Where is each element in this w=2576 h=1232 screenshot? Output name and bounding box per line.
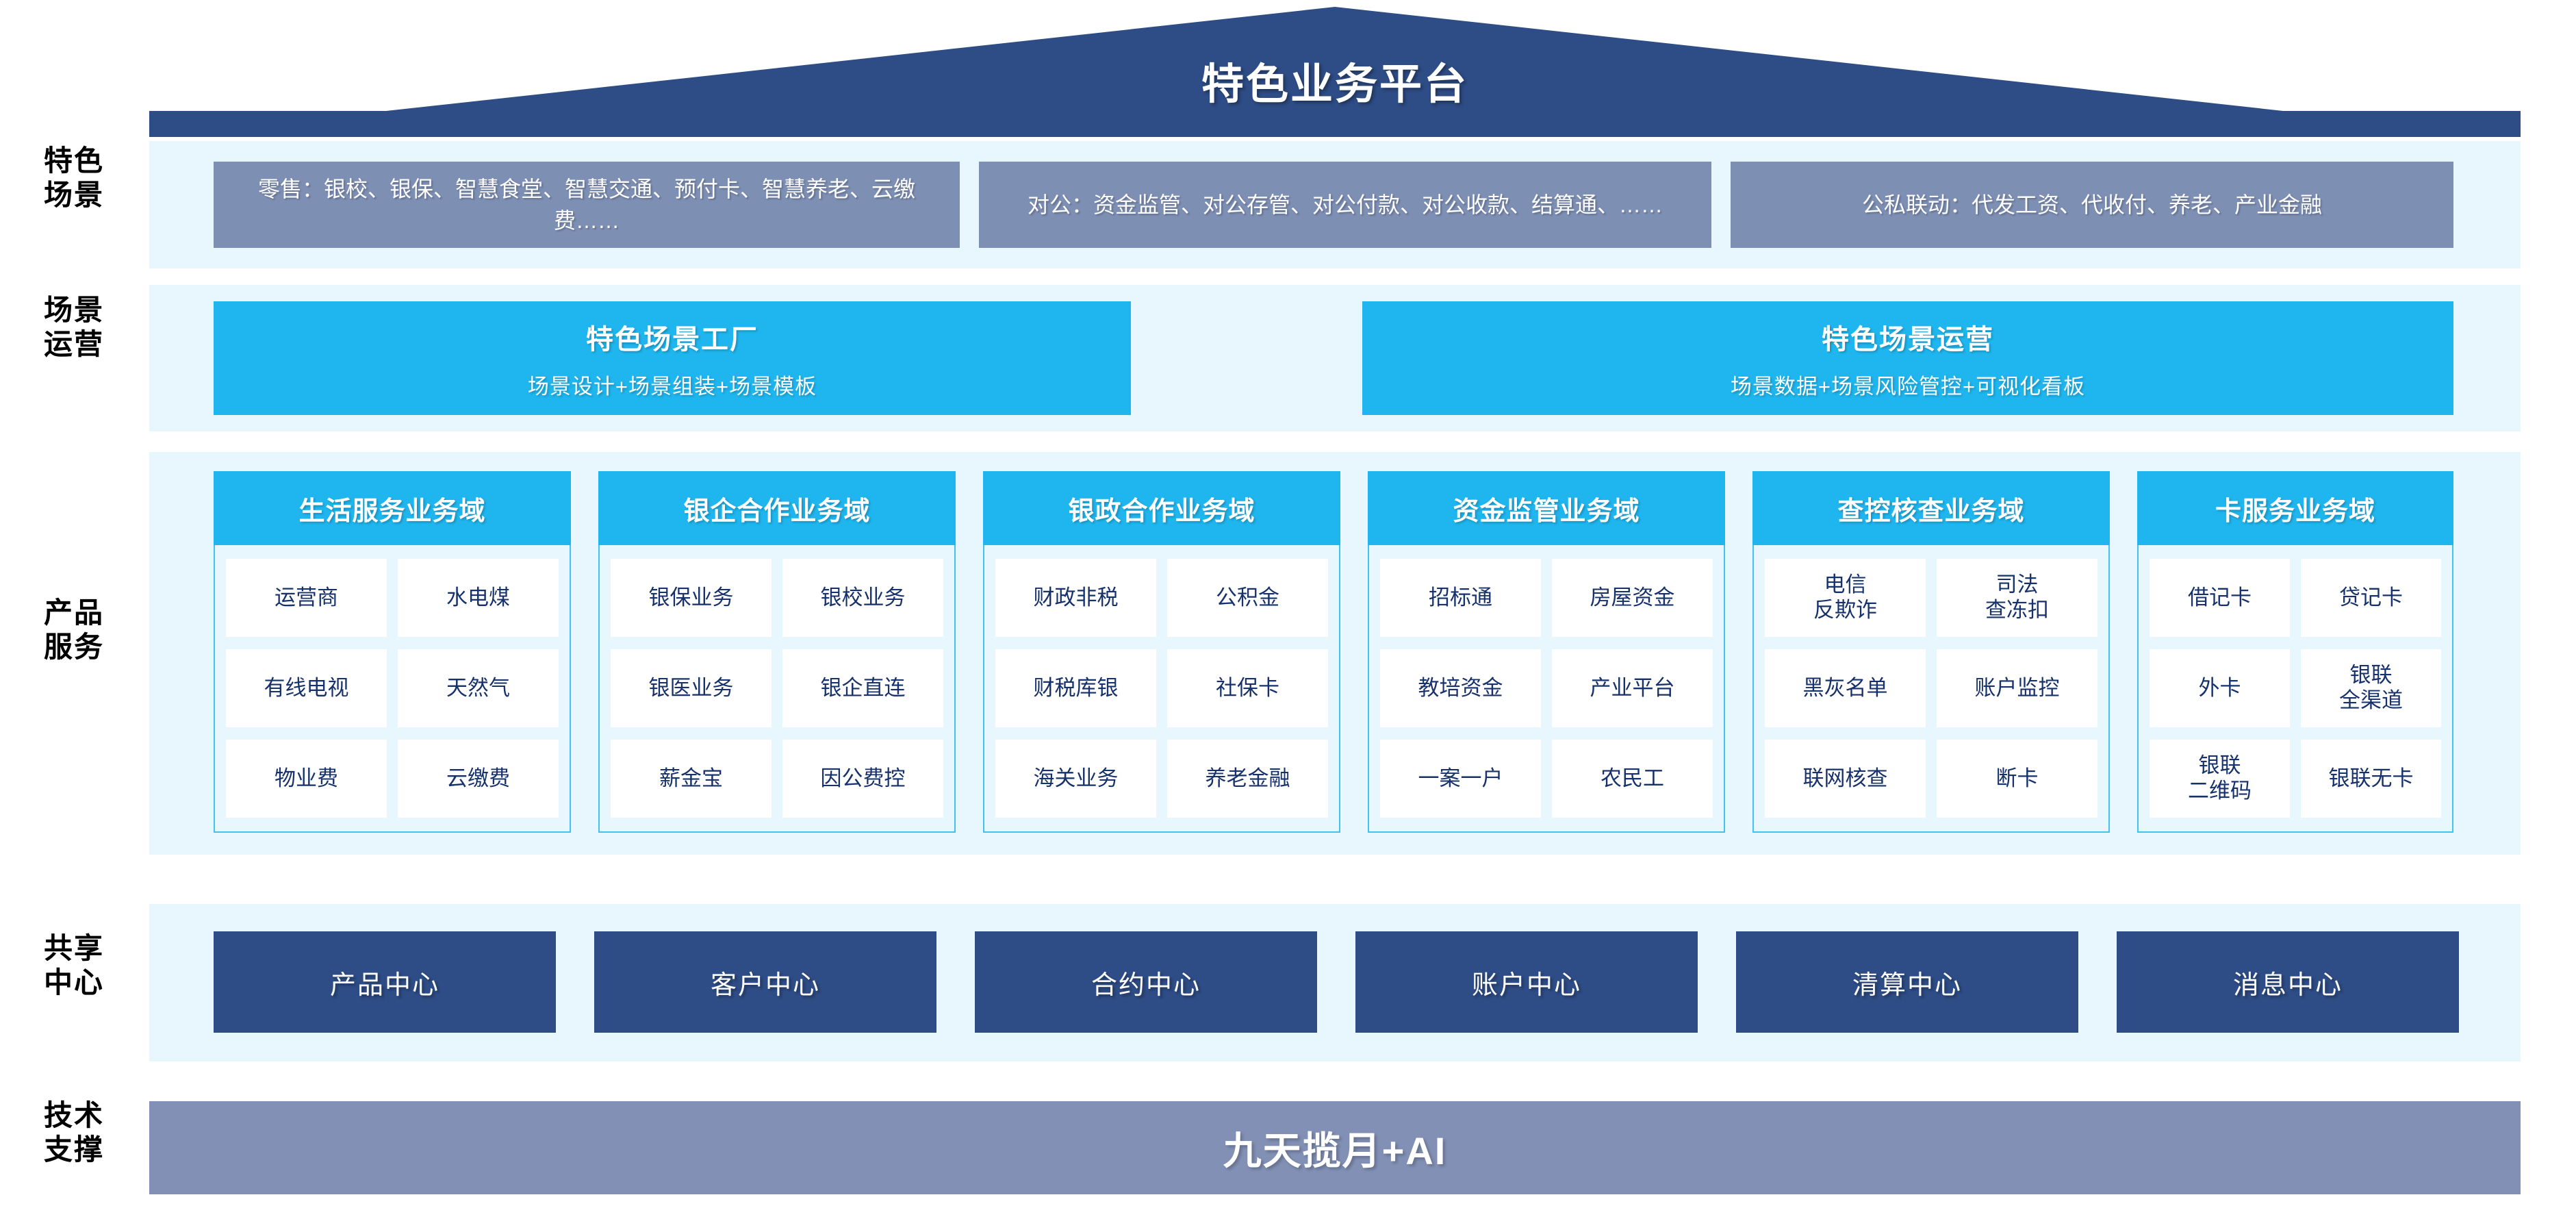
- shared-center-settlement-center[interactable]: 清算中心: [1736, 931, 2078, 1033]
- domain-cell[interactable]: 有线电视: [226, 649, 387, 727]
- scenario-box-public-private-linkage[interactable]: 公私联动：代发工资、代收付、养老、产业金融: [1731, 162, 2453, 248]
- domain-title-fund-supervision: 资金监管业务域: [1368, 471, 1725, 545]
- page-title: 特色业务平台: [1201, 61, 1468, 108]
- domain-title-investigation-control: 查控核查业务域: [1752, 471, 2110, 545]
- domain-cell[interactable]: 银保业务: [611, 559, 771, 637]
- rail-label-product-service: 产品 服务: [43, 596, 104, 663]
- domain-cell[interactable]: 一案一户: [1380, 740, 1541, 818]
- scene-operation-title: 特色场景运营: [1822, 324, 1994, 355]
- domain-cell[interactable]: 贷记卡: [2301, 559, 2441, 637]
- scene-operation-subtitle: 场景数据+场景风险管控+可视化看板: [1730, 374, 2086, 399]
- domain-title-bank-government: 银政合作业务域: [983, 471, 1340, 545]
- domain-cells-bank-enterprise: 银保业务 银校业务 银医业务 银企直连 薪金宝 因公费控: [598, 545, 956, 833]
- shared-center-customer-center[interactable]: 客户中心: [594, 931, 936, 1033]
- tech-support-bar[interactable]: 九天揽月+AI: [149, 1101, 2521, 1194]
- platform-roof-banner: 特色业务平台: [149, 7, 2521, 137]
- scene-operation-box[interactable]: 特色场景运营 场景数据+场景风险管控+可视化看板: [1362, 301, 2453, 415]
- scenario-box-retail[interactable]: 零售：银校、银保、智慧食堂、智慧交通、预付卡、智慧养老、云缴费……: [214, 162, 960, 248]
- rail-label-scene-operation: 场景 运营: [43, 294, 104, 360]
- shared-center-account-center[interactable]: 账户中心: [1355, 931, 1698, 1033]
- domain-cell[interactable]: 联网核查: [1765, 740, 1926, 818]
- domain-cell[interactable]: 天然气: [398, 649, 559, 727]
- scene-factory-box[interactable]: 特色场景工厂 场景设计+场景组装+场景模板: [214, 301, 1131, 415]
- domain-column-investigation-control[interactable]: 查控核查业务域 电信 反欺诈 司法 查冻扣 黑灰名单 账户监控 联网核查 断卡: [1752, 471, 2110, 833]
- scene-factory-title: 特色场景工厂: [586, 324, 758, 355]
- domain-cell[interactable]: 财政非税: [995, 559, 1156, 637]
- domain-cells-bank-government: 财政非税 公积金 财税库银 社保卡 海关业务 养老金融: [983, 545, 1340, 833]
- domain-cell[interactable]: 电信 反欺诈: [1765, 559, 1926, 637]
- scenario-corporate-label: 对公：资金监管、对公存管、对公付款、对公收款、结算通、……: [1027, 192, 1663, 217]
- domain-cell[interactable]: 社保卡: [1167, 649, 1328, 727]
- domain-cells-investigation-control: 电信 反欺诈 司法 查冻扣 黑灰名单 账户监控 联网核查 断卡: [1752, 545, 2110, 833]
- roof-shape-icon: [149, 7, 2521, 137]
- domain-cells-card-service: 借记卡 贷记卡 外卡 银联 全渠道 银联 二维码 银联无卡: [2137, 545, 2453, 833]
- domain-cell[interactable]: 农民工: [1552, 740, 1713, 818]
- shared-center-message-center[interactable]: 消息中心: [2117, 931, 2459, 1033]
- domain-cell[interactable]: 公积金: [1167, 559, 1328, 637]
- domain-cell[interactable]: 账户监控: [1937, 649, 2097, 727]
- domain-cells-life-service: 运营商 水电煤 有线电视 天然气 物业费 云缴费: [214, 545, 571, 833]
- domain-cell[interactable]: 招标通: [1380, 559, 1541, 637]
- domain-column-bank-government[interactable]: 银政合作业务域 财政非税 公积金 财税库银 社保卡 海关业务 养老金融: [983, 471, 1340, 833]
- scene-factory-subtitle: 场景设计+场景组装+场景模板: [527, 374, 817, 399]
- rail-label-tech-support: 技术 支撑: [43, 1099, 104, 1166]
- domain-cell[interactable]: 银联 全渠道: [2301, 649, 2441, 727]
- domain-title-life-service: 生活服务业务域: [214, 471, 571, 545]
- domain-cell[interactable]: 外卡: [2150, 649, 2290, 727]
- domain-cell[interactable]: 银联无卡: [2301, 740, 2441, 818]
- domain-cell[interactable]: 黑灰名单: [1765, 649, 1926, 727]
- domain-column-card-service[interactable]: 卡服务业务域 借记卡 贷记卡 外卡 银联 全渠道 银联 二维码 银联无卡: [2137, 471, 2453, 833]
- rail-label-shared-center: 共享 中心: [43, 932, 104, 998]
- domain-cell[interactable]: 房屋资金: [1552, 559, 1713, 637]
- domain-cell[interactable]: 教培资金: [1380, 649, 1541, 727]
- domain-cell[interactable]: 薪金宝: [611, 740, 771, 818]
- shared-center-label: 客户中心: [710, 970, 820, 1000]
- shared-center-product-center[interactable]: 产品中心: [214, 931, 556, 1033]
- domain-cell[interactable]: 海关业务: [995, 740, 1156, 818]
- domain-cell[interactable]: 物业费: [226, 740, 387, 818]
- domain-cell[interactable]: 借记卡: [2150, 559, 2290, 637]
- scenario-retail-label: 零售：银校、银保、智慧食堂、智慧交通、预付卡、智慧养老、云缴费……: [257, 176, 915, 233]
- domain-cell[interactable]: 水电煤: [398, 559, 559, 637]
- shared-center-label: 消息中心: [2232, 970, 2343, 1000]
- domain-cell[interactable]: 司法 查冻扣: [1937, 559, 2097, 637]
- domain-cell[interactable]: 财税库银: [995, 649, 1156, 727]
- domain-cells-fund-supervision: 招标通 房屋资金 教培资金 产业平台 一案一户 农民工: [1368, 545, 1725, 833]
- domain-cell[interactable]: 养老金融: [1167, 740, 1328, 818]
- scenario-box-corporate[interactable]: 对公：资金监管、对公存管、对公付款、对公收款、结算通、……: [979, 162, 1711, 248]
- domain-cell[interactable]: 银联 二维码: [2150, 740, 2290, 818]
- domain-cell[interactable]: 云缴费: [398, 740, 559, 818]
- shared-center-label: 清算中心: [1852, 970, 1962, 1000]
- scenario-linkage-label: 公私联动：代发工资、代收付、养老、产业金融: [1861, 192, 2322, 217]
- domain-cell[interactable]: 运营商: [226, 559, 387, 637]
- domain-cell[interactable]: 银校业务: [782, 559, 943, 637]
- domain-column-life-service[interactable]: 生活服务业务域 运营商 水电煤 有线电视 天然气 物业费 云缴费: [214, 471, 571, 833]
- shared-center-label: 合约中心: [1091, 970, 1201, 1000]
- domain-cell[interactable]: 因公费控: [782, 740, 943, 818]
- domain-cell[interactable]: 银企直连: [782, 649, 943, 727]
- domain-title-card-service: 卡服务业务域: [2137, 471, 2453, 545]
- domain-cell[interactable]: 银医业务: [611, 649, 771, 727]
- tech-support-label: 九天揽月+AI: [1223, 1129, 1447, 1172]
- domain-column-bank-enterprise[interactable]: 银企合作业务域 银保业务 银校业务 银医业务 银企直连 薪金宝 因公费控: [598, 471, 956, 833]
- shared-center-label: 产品中心: [329, 970, 439, 1000]
- domain-cell[interactable]: 断卡: [1937, 740, 2097, 818]
- domain-column-fund-supervision[interactable]: 资金监管业务域 招标通 房屋资金 教培资金 产业平台 一案一户 农民工: [1368, 471, 1725, 833]
- domain-cell[interactable]: 产业平台: [1552, 649, 1713, 727]
- shared-center-contract-center[interactable]: 合约中心: [975, 931, 1317, 1033]
- domain-title-bank-enterprise: 银企合作业务域: [598, 471, 956, 545]
- rail-label-scenario: 特色 场景: [43, 144, 104, 211]
- shared-center-label: 账户中心: [1471, 970, 1581, 1000]
